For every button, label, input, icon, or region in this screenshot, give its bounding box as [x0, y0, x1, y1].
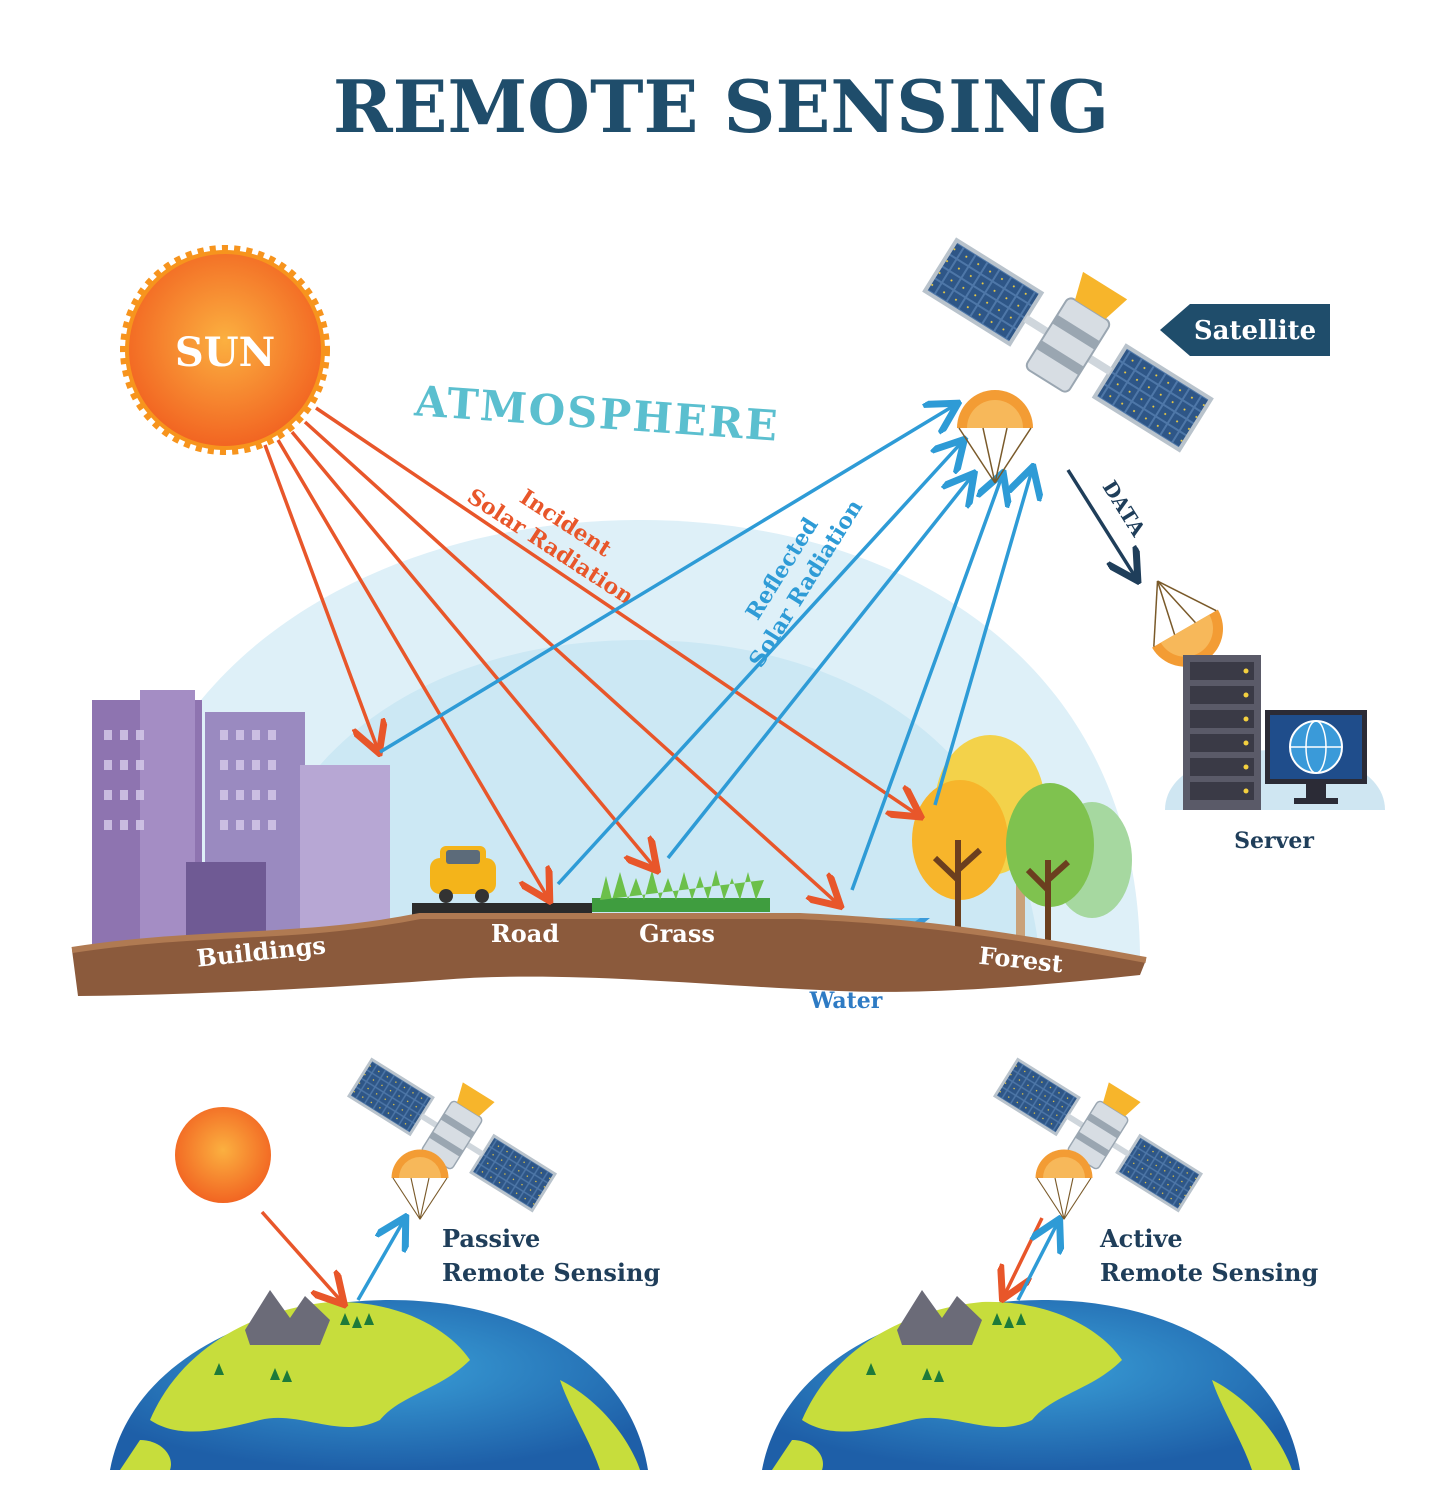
ground-strip	[72, 916, 1146, 996]
road-label: Road	[491, 919, 560, 948]
reflected-ray-forest	[933, 470, 1032, 806]
grass-label: Grass	[639, 919, 715, 948]
reflected-ray-water	[850, 476, 1002, 891]
incident-ray-water	[303, 420, 838, 904]
reflected-ray-grass	[666, 476, 972, 860]
server-label: Server	[1234, 828, 1314, 854]
satellite-tag	[1160, 304, 1330, 356]
incident-ray-grass	[290, 430, 655, 868]
server-illustration	[1165, 655, 1385, 810]
sun-icon	[120, 245, 330, 455]
passive-sun-icon	[175, 1107, 271, 1203]
sun-label: SUN	[175, 329, 275, 376]
incident-ray-road	[276, 439, 548, 898]
incident-rays	[263, 406, 918, 904]
reflected-ray-road	[556, 442, 962, 886]
active-label-line2: Remote Sensing	[1100, 1258, 1318, 1287]
passive-incident-ray	[260, 1210, 342, 1302]
active-satellite-icon	[988, 1033, 1218, 1220]
reflected-rays	[379, 405, 1032, 891]
passive-reflected-ray	[356, 1220, 404, 1301]
passive-satellite-icon	[342, 1033, 572, 1220]
forest-illustration	[912, 735, 1132, 940]
incident-ray-forest	[315, 406, 918, 815]
active-emitted-ray	[1004, 1217, 1044, 1296]
passive-remote-sensing-panel	[110, 1033, 648, 1470]
active-label-line1: Active	[1099, 1224, 1183, 1253]
reflected-ray-buildings	[379, 405, 955, 754]
passive-label-line2: Remote Sensing	[442, 1258, 660, 1287]
incident-ray-buildings	[263, 444, 378, 750]
passive-label-line1: Passive	[442, 1224, 540, 1253]
active-remote-sensing-panel	[762, 1033, 1300, 1470]
water-label: Water	[809, 988, 883, 1014]
satellite-label: Satellite	[1194, 316, 1316, 346]
grass-illustration	[592, 870, 770, 912]
page-title: REMOTE SENSING	[333, 64, 1109, 149]
active-return-ray	[1016, 1222, 1058, 1301]
atmosphere-label: ATMOSPHERE	[412, 376, 781, 450]
data-arrow	[1066, 469, 1136, 578]
